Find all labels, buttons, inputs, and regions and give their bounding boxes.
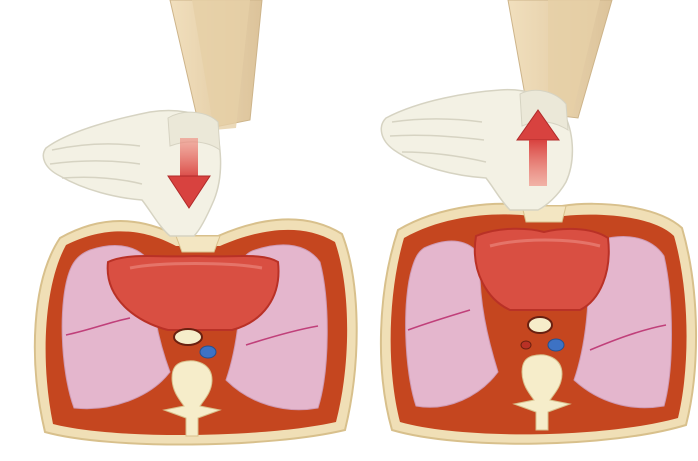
pulmonary-vessel [521,341,531,349]
aorta [174,329,202,345]
sternum [176,236,220,252]
release-panel [381,0,696,444]
aorta [528,317,552,333]
compression-panel [35,0,357,445]
vena-cava [200,346,216,358]
vena-cava [548,339,564,351]
